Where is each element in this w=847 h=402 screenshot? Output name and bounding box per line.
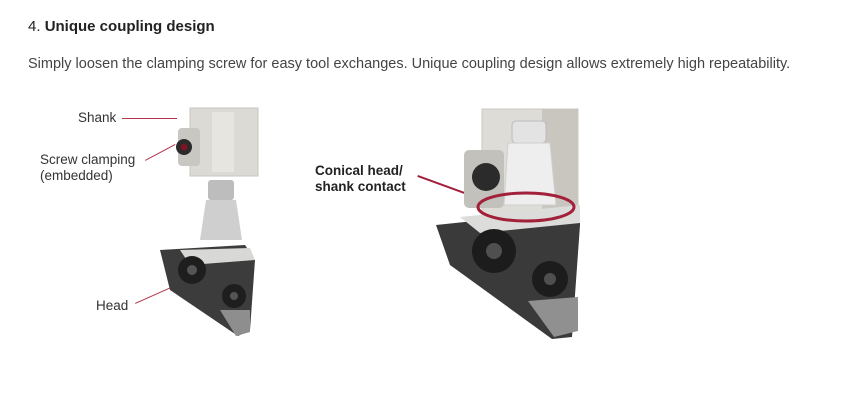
screw-clamping-label-line2: (embedded) (40, 168, 113, 183)
coupling-stud-cone-right (503, 142, 557, 206)
head-label: Head (96, 298, 129, 313)
section-title: Unique coupling design (44, 18, 215, 35)
callout-line1: Conical head/ (315, 163, 403, 178)
coupling-stud-top-right (511, 120, 547, 144)
shank-face (212, 112, 234, 172)
coupling-stud-cone (200, 200, 242, 240)
tool-head-top-face-right (460, 205, 580, 233)
shank-leader-line (122, 118, 177, 119)
tool-illustration-right (436, 108, 580, 339)
section-number: 4. (28, 18, 41, 35)
tool-illustration-left (160, 107, 259, 336)
clamping-screw-center (180, 143, 188, 151)
section-description: Simply loosen the clamping screw for eas… (28, 56, 791, 72)
cutting-insert (220, 310, 250, 336)
clamping-screw-right (472, 163, 500, 191)
cutting-insert-right (528, 297, 578, 337)
conical-contact-highlight (476, 191, 576, 223)
conical-contact-callout: Conical head/ shank contact (315, 163, 406, 195)
shank-label: Shank (78, 110, 117, 125)
screw-clamping-label: Screw clamping (embedded) (40, 152, 135, 184)
screw-clamping-label-line1: Screw clamping (40, 152, 136, 167)
section-heading: 4. Unique coupling design (28, 18, 215, 35)
coupling-stud-top (208, 180, 234, 200)
callout-line2: shank contact (315, 179, 406, 194)
